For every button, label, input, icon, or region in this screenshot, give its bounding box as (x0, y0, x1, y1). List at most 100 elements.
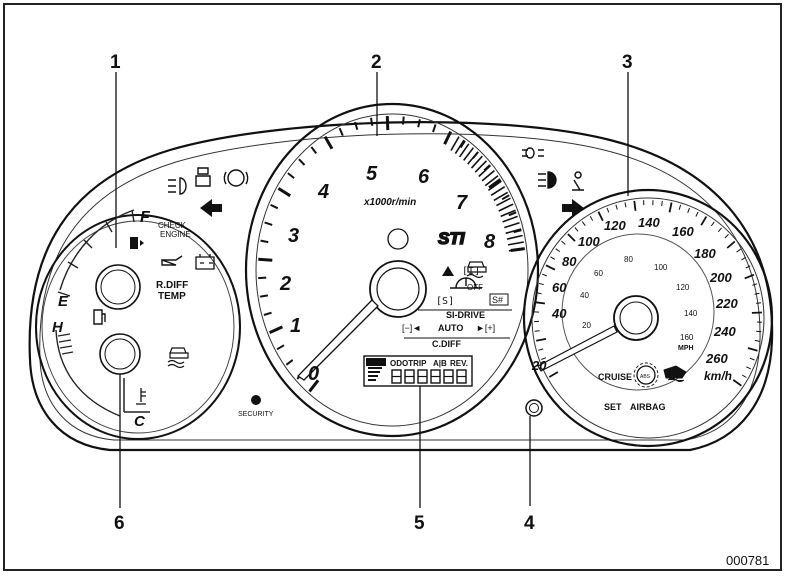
speed-tick (756, 330, 762, 333)
temp-cold-label: C (134, 413, 146, 430)
tach-number-7: 7 (456, 192, 468, 214)
speed-tick (541, 357, 547, 360)
display-lock-label: LOCK (367, 361, 383, 367)
speed-tick (555, 248, 561, 253)
tach-tick (513, 229, 522, 234)
vdc-off-label: OFF (467, 283, 483, 292)
speed-tick (710, 221, 715, 227)
tach-redzone-tick (500, 209, 516, 218)
speed-mph-140: 140 (684, 309, 698, 318)
speed-tick (747, 347, 758, 352)
door-ajar-icon (195, 167, 211, 187)
tach-redzone-tick (481, 169, 495, 182)
tach-redzone-tick (507, 241, 524, 246)
set-label: SET (604, 402, 622, 412)
speed-tick (741, 374, 747, 378)
figure-code: 000781 (726, 553, 769, 568)
speed-kmh-unit: km/h (704, 369, 732, 383)
tach-tick (354, 121, 359, 130)
speed-tick (534, 301, 546, 305)
fuel-gauge-hub-inner (100, 269, 136, 305)
tach-tick (287, 172, 295, 179)
tach-redzone-tick (474, 160, 488, 173)
speed-tick (754, 339, 760, 342)
tach-redzone-tick (463, 147, 475, 161)
speed-tick (542, 273, 547, 277)
speed-tick (726, 240, 736, 249)
speed-tick (538, 282, 544, 286)
speed-tick (756, 302, 762, 304)
left-gauge-face (41, 220, 235, 434)
tach-tick (285, 359, 294, 366)
speed-tick (550, 256, 556, 260)
tach-tick (338, 127, 344, 136)
speed-tick (700, 216, 708, 226)
tach-tick (417, 119, 421, 128)
display-ab-label: A|B (433, 359, 447, 368)
speed-tick (661, 200, 663, 206)
speed-tick (749, 357, 755, 361)
speed-tick (597, 211, 604, 222)
speedometer-needle (537, 325, 618, 372)
speed-tick (752, 283, 758, 286)
check-engine-label-2: ENGINE (160, 230, 191, 239)
tach-redzone-tick (508, 247, 525, 252)
speed-tick (695, 211, 699, 217)
tach-tick (443, 130, 453, 145)
indicator-group-right (522, 147, 584, 191)
temp-gauge-hub-inner (104, 338, 136, 370)
tach-tick (308, 379, 320, 393)
multi-display-lock-box (366, 358, 386, 366)
display-odotrip-label: ODOTRIP (390, 359, 427, 368)
si-drive-s-label: [S] (436, 296, 454, 307)
tachometer-needle (296, 299, 379, 381)
vdc-off-icon (466, 261, 487, 279)
tach-tick (508, 211, 517, 217)
tach-number-2: 2 (279, 273, 291, 295)
speed-kmh-240: 240 (713, 324, 736, 339)
tach-redzone-tick (502, 215, 518, 223)
speed-kmh-20: 20 (531, 358, 547, 373)
si-drive-sharp-label: S# (492, 295, 503, 305)
speed-kmh-100: 100 (578, 234, 600, 249)
tach-tick (258, 276, 267, 280)
fog-rear-icon (522, 147, 544, 159)
speedometer-hub-inner (619, 301, 653, 335)
speed-kmh-160: 160 (672, 224, 694, 239)
speed-tick (724, 234, 729, 239)
tach-number-1: 1 (290, 315, 301, 337)
speed-tick (538, 348, 544, 351)
speed-tick (668, 202, 673, 213)
tach-number-3: 3 (288, 225, 299, 247)
abs-icon (633, 362, 659, 388)
tach-tick (263, 311, 272, 316)
callout-4: 4 (524, 513, 535, 534)
tach-tick (501, 194, 510, 201)
indicator-group-left (168, 167, 249, 195)
callout-3: 3 (622, 52, 633, 73)
speed-mph-160: 160 (680, 333, 694, 342)
tach-redzone-tick (496, 197, 511, 207)
speed-mph-120: 120 (676, 283, 690, 292)
tach-warning-light (387, 228, 409, 250)
trip-reset-knob[interactable] (525, 399, 543, 417)
callout-leaders (115, 72, 629, 508)
turn-signal-right-icon (562, 199, 584, 217)
speed-tick (561, 240, 566, 245)
tach-tick (258, 257, 273, 262)
speed-tick (687, 207, 690, 213)
fuel-gauge-hub (95, 264, 141, 310)
fuel-pump-icon (93, 309, 106, 325)
battery-icon (195, 254, 215, 270)
speed-tick (536, 292, 542, 295)
tachometer-redzone (450, 136, 525, 252)
speed-tick (741, 256, 747, 261)
fog-light-icon (168, 177, 187, 195)
figure-frame (3, 3, 782, 571)
cdiff-plus-label: ►[+] (476, 323, 495, 333)
airbag-label: AIRBAG (630, 402, 666, 412)
speedometer-ticks (534, 200, 762, 387)
speed-tick (624, 202, 627, 208)
tach-tick (298, 158, 306, 166)
fuel-empty-label: E (58, 293, 69, 310)
